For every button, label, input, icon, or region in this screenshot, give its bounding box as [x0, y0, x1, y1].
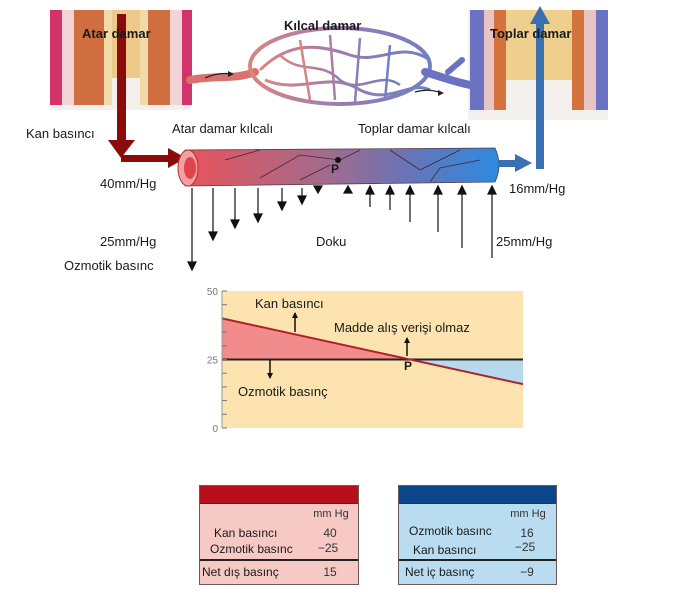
venous-bp-value: 16mm/Hg: [509, 181, 566, 196]
table-total-value: −9: [520, 565, 534, 579]
table-row-label: Kan basıncı: [413, 543, 477, 557]
artery-label: Atar damar: [82, 26, 151, 41]
blood-flow-arrow-blue: [498, 6, 550, 172]
table-header-red: [200, 486, 358, 504]
arterial-pressure-table: mm Hg Kan basıncı 40 Ozmotik basınc −25 …: [199, 485, 359, 585]
chart-annotation-blood-pressure: Kan basıncı: [255, 296, 324, 311]
sum-divider: [399, 559, 556, 561]
table-row-value: −25: [317, 541, 339, 555]
sum-divider: [200, 559, 358, 561]
venous-capillary-label: Toplar damar kılcalı: [358, 121, 471, 136]
table-total-value: 15: [323, 565, 337, 579]
filtration-arrows-out: [187, 185, 324, 272]
point-p-label: P: [331, 162, 340, 176]
arterial-bp-value: 40mm/Hg: [100, 176, 157, 191]
capillary-label: Kılcal damar: [284, 18, 362, 33]
reabsorption-area: [410, 359, 523, 385]
table-total-label: Net dış basınç: [202, 565, 279, 579]
capillary-tube: [177, 147, 500, 187]
osmotic-pressure-label: Ozmotik basınc: [64, 258, 154, 273]
table-total-label: Net iç basınç: [405, 565, 475, 579]
table-row-value: 40: [323, 526, 337, 540]
chart-point-p: P: [404, 359, 413, 373]
arterial-osmotic-value: 25mm/Hg: [100, 234, 157, 249]
vein-label: Toplar damar: [490, 26, 572, 41]
no-exchange-up-arrow-head: [404, 337, 410, 343]
unit-header: mm Hg: [313, 508, 349, 520]
vessel-illustration: [50, 6, 608, 272]
blood-pressure-label: Kan basıncı: [26, 126, 95, 141]
table-row-label: Ozmotik basınc: [210, 542, 293, 556]
venous-pressure-table: mm Hg Ozmotik basınc 16 Kan basıncı −25 …: [398, 485, 557, 585]
y-tick-label: 25: [207, 356, 219, 367]
tissue-label: Doku: [316, 234, 347, 249]
reabsorption-arrows-in: [342, 184, 497, 258]
blood-pressure-arrow-red: [108, 14, 186, 168]
table-row-label: Kan basıncı: [214, 526, 278, 540]
capillary-network: [186, 26, 474, 106]
bp-up-arrow-head: [292, 312, 298, 318]
chart-annotation-no-exchange: Madde alış verişi olmaz: [334, 320, 470, 335]
table-row-label: Ozmotik basınc: [409, 524, 492, 538]
table-row-value: 16: [520, 526, 534, 540]
arterial-capillary-label: Atar damar kılcalı: [172, 121, 274, 136]
chart-background: [222, 291, 523, 428]
y-tick-label: 0: [212, 424, 218, 435]
osmotic-down-arrow-head: [267, 373, 273, 379]
chart-annotation-osmotic: Ozmotik basınç: [238, 384, 328, 399]
venous-osmotic-value: 25mm/Hg: [496, 234, 553, 249]
unit-header: mm Hg: [510, 508, 546, 520]
table-header-blue: [399, 486, 556, 504]
table-row-value: −25: [514, 540, 536, 554]
